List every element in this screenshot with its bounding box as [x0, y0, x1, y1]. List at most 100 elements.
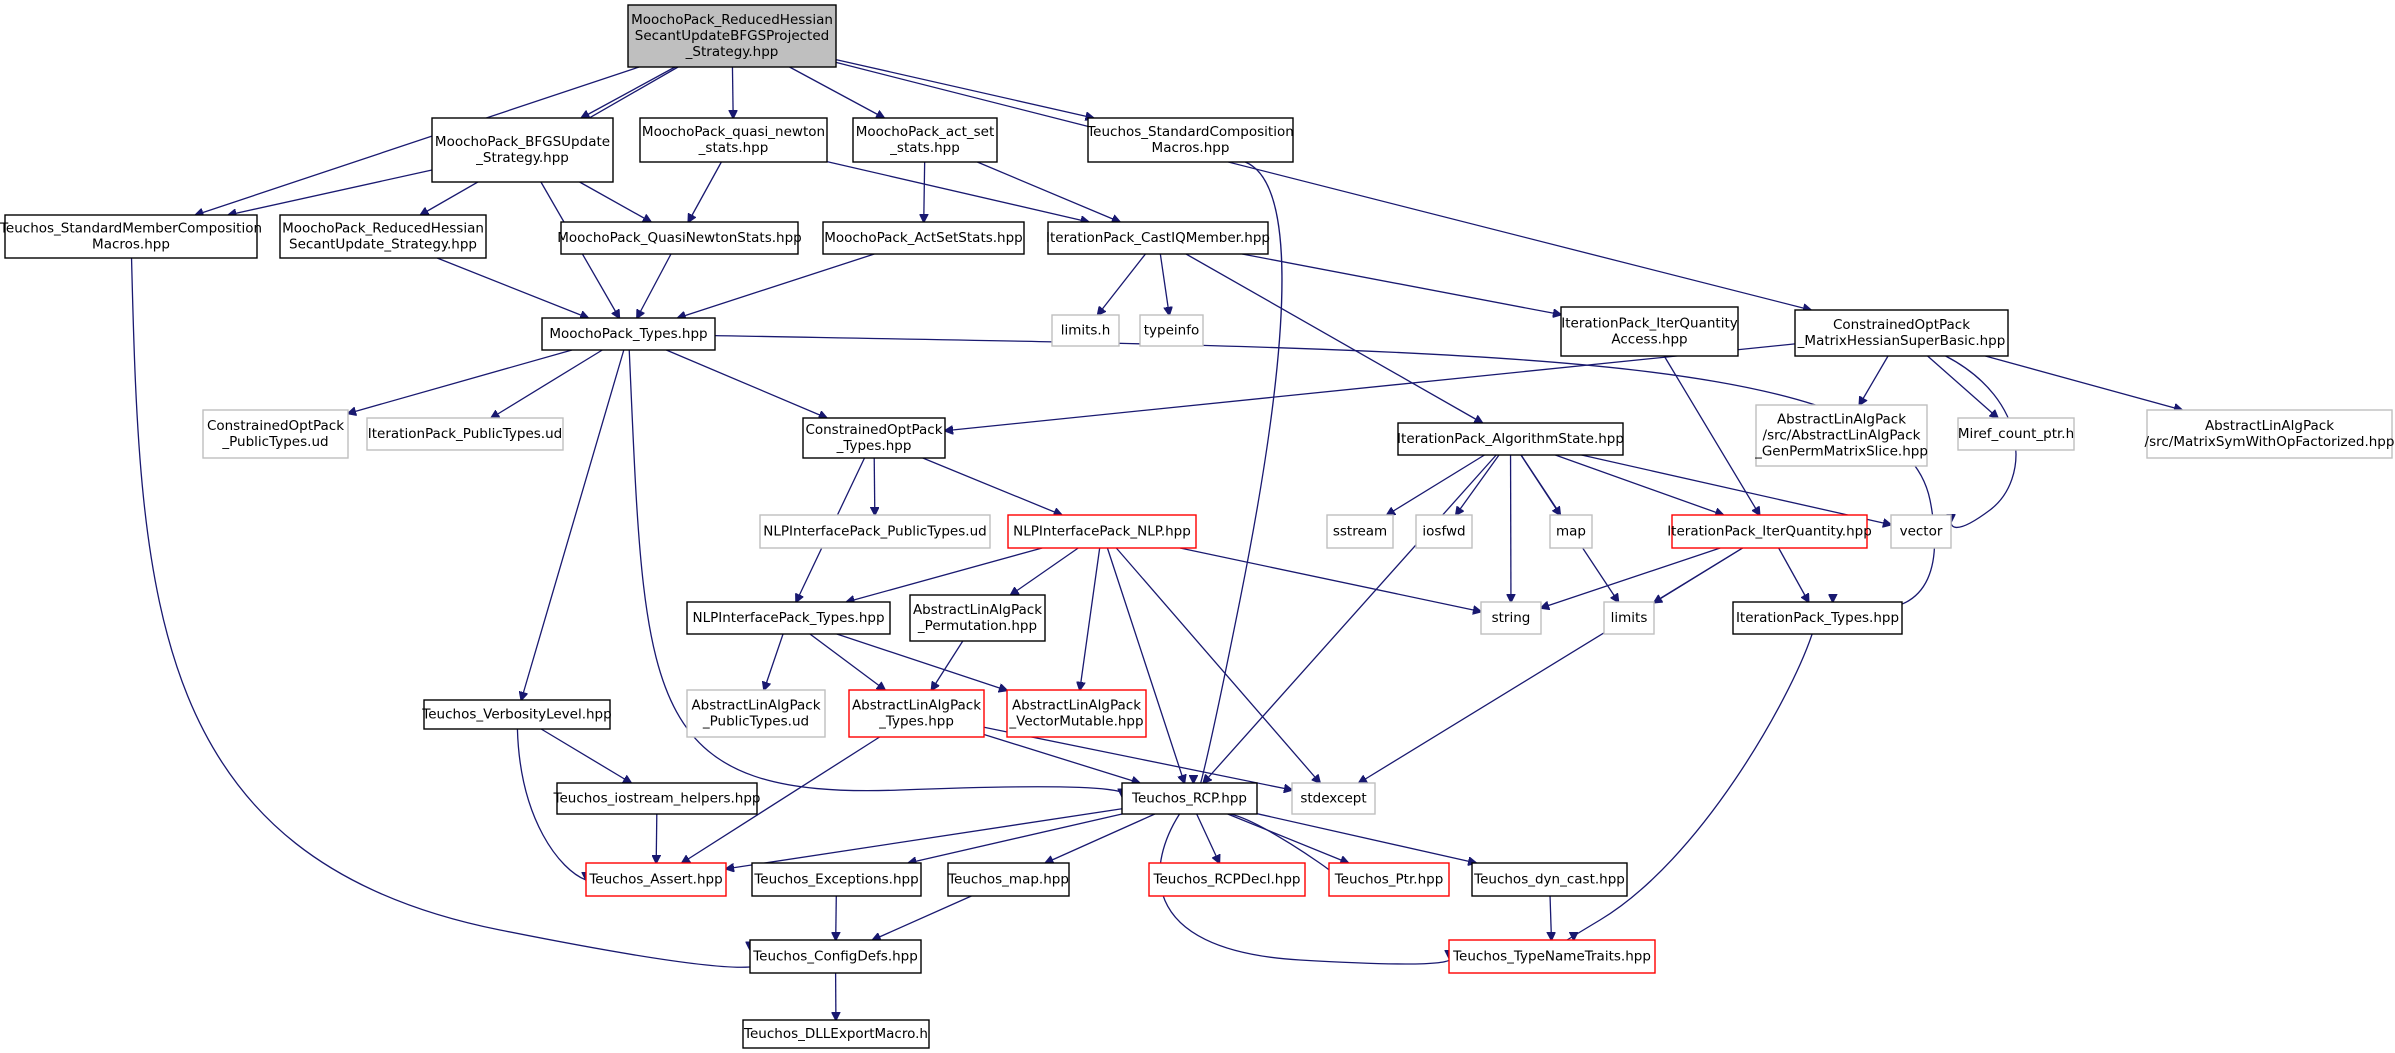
- node-alatypes[interactable]: AbstractLinAlgPack_Types.hpp: [848, 689, 985, 738]
- node-alapublic[interactable]: AbstractLinAlgPack_PublicTypes.ud: [686, 689, 826, 738]
- node-box: [2146, 409, 2393, 459]
- node-mptypes[interactable]: MoochoPack_Types.hpp: [541, 317, 716, 351]
- node-itpublic[interactable]: IterationPack_PublicTypes.ud: [366, 417, 564, 451]
- node-label-line: _GenPermMatrixSlice.hpp: [1754, 444, 1928, 460]
- node-box: [1006, 689, 1147, 738]
- node-dyncast[interactable]: Teuchos_dyn_cast.hpp: [1471, 862, 1628, 897]
- node-qnstats[interactable]: MoochoPack_quasi_newton_stats.hpp: [639, 117, 828, 163]
- dependency-edge: [835, 58, 1094, 118]
- node-matsymwith[interactable]: AbstractLinAlgPack/src/MatrixSymWithOpFa…: [2145, 409, 2395, 459]
- node-alaperm[interactable]: AbstractLinAlgPack_Permutation.hpp: [909, 594, 1046, 642]
- node-castiq[interactable]: IterationPack_CastIQMember.hpp: [1046, 221, 1270, 255]
- node-actset[interactable]: MoochoPack_act_set_stats.hpp: [852, 117, 998, 163]
- node-dllexport[interactable]: Teuchos_DLLExportMacro.h: [742, 1019, 930, 1049]
- node-verbosity[interactable]: Teuchos_VerbosityLevel.hpp: [421, 699, 612, 730]
- node-ittypes[interactable]: IterationPack_Types.hpp: [1732, 601, 1903, 635]
- node-typenametraits[interactable]: Teuchos_TypeNameTraits.hpp: [1448, 939, 1656, 974]
- node-limits[interactable]: limits: [1603, 601, 1655, 635]
- node-iterquantity[interactable]: IterationPack_IterQuantity.hpp: [1667, 514, 1872, 549]
- node-quasinewtonstats[interactable]: MoochoPack_QuasiNewtonStats.hpp: [557, 221, 802, 255]
- node-rcp[interactable]: Teuchos_RCP.hpp: [1121, 782, 1258, 815]
- node-box: [759, 514, 991, 549]
- edge-actset-to-actsetstats: [924, 161, 925, 222]
- dependency-edge: [826, 160, 1089, 222]
- node-box: [947, 862, 1070, 897]
- node-bfgsupdate[interactable]: MoochoPack_BFGSUpdate_Strategy.hpp: [431, 117, 614, 183]
- edge-algstate-to-iosfwd: [1456, 454, 1500, 515]
- node-matrixhess[interactable]: ConstrainedOptPack_MatrixHessianSuperBas…: [1794, 309, 2009, 357]
- node-label-line: _Strategy.hpp: [685, 44, 779, 60]
- node-rcpdecl[interactable]: Teuchos_RCPDecl.hpp: [1148, 862, 1306, 897]
- dependency-edge: [922, 457, 1062, 515]
- node-label-line: NLPInterfacePack_Types.hpp: [692, 610, 884, 626]
- dependency-edge: [1663, 355, 1759, 515]
- node-box: [686, 689, 826, 738]
- node-string[interactable]: string: [1480, 601, 1542, 635]
- edge-matrixhess-to-genperm: [1859, 355, 1889, 405]
- edge-nlpnlp-to-rcp: [1106, 547, 1184, 783]
- dependency-edge: [1098, 253, 1146, 315]
- node-mirefcount[interactable]: Miref_count_ptr.h: [1957, 417, 2075, 451]
- node-box: [423, 699, 611, 730]
- node-alavecmut[interactable]: AbstractLinAlgPack_VectorMutable.hpp: [1006, 689, 1147, 738]
- dependency-edge: [1196, 813, 1220, 863]
- edge-rcp-to-tmap: [1045, 813, 1156, 863]
- node-copublic[interactable]: ConstrainedOptPack_PublicTypes.ud: [202, 409, 349, 459]
- node-box: [848, 689, 985, 738]
- node-tmap[interactable]: Teuchos_map.hpp: [947, 862, 1070, 897]
- node-label-line: Teuchos_StandardMemberComposition: [0, 221, 262, 237]
- node-label-line: Teuchos_TypeNameTraits.hpp: [1452, 949, 1651, 965]
- node-iostreamhelpers[interactable]: Teuchos_iostream_helpers.hpp: [553, 782, 761, 815]
- edge-iterqaccess-to-iterquantity: [1663, 355, 1759, 515]
- node-ptr[interactable]: Teuchos_Ptr.hpp: [1328, 862, 1450, 897]
- dependency-edge: [1859, 355, 1889, 405]
- node-rhsecant[interactable]: MoochoPack_ReducedHessianSecantUpdate_St…: [279, 214, 487, 259]
- node-algstate[interactable]: IterationPack_AlgorithmState.hpp: [1397, 422, 1624, 456]
- dependency-edge: [983, 726, 1292, 790]
- node-box: [1448, 939, 1656, 974]
- node-label-line: AbstractLinAlgPack: [691, 698, 820, 714]
- node-typeinfo[interactable]: typeinfo: [1139, 314, 1204, 347]
- node-nlppublic[interactable]: NLPInterfacePack_PublicTypes.ud: [759, 514, 991, 549]
- node-actsetstats[interactable]: MoochoPack_ActSetStats.hpp: [822, 221, 1025, 255]
- node-box: [751, 862, 922, 897]
- node-nlpnlp[interactable]: NLPInterfacePack_NLP.hpp: [1007, 514, 1197, 549]
- node-iosfwd[interactable]: iosfwd: [1415, 514, 1473, 549]
- node-stdmember[interactable]: Teuchos_StandardMemberCompositionMacros.…: [0, 214, 262, 259]
- node-box: [742, 1019, 930, 1049]
- node-exceptions[interactable]: Teuchos_Exceptions.hpp: [751, 862, 922, 897]
- node-limitsh[interactable]: limits.h: [1051, 314, 1120, 347]
- dependency-edge: [1456, 454, 1500, 515]
- node-stdexcept[interactable]: stdexcept: [1291, 782, 1376, 815]
- node-root[interactable]: MoochoPack_ReducedHessianSecantUpdateBFG…: [627, 4, 837, 68]
- edge-nlpnlp-to-string: [1179, 547, 1481, 612]
- node-label-line: _MatrixHessianSuperBasic.hpp: [1797, 333, 2006, 349]
- node-box: [822, 221, 1025, 255]
- node-cotypes[interactable]: ConstrainedOptPack_Types.hpp: [802, 417, 946, 459]
- edge-rcp-to-rcpdecl: [1196, 813, 1220, 863]
- dependency-edge: [491, 349, 603, 418]
- edge-algstate-to-vector: [1581, 454, 1891, 525]
- edge-root-to-actset: [789, 66, 885, 118]
- edge-iterquantity-to-string: [1541, 547, 1721, 608]
- node-assert[interactable]: Teuchos_Assert.hpp: [585, 862, 727, 897]
- edge-stdmember-to-configdefs: [130, 257, 764, 968]
- node-label-line: MoochoPack_BFGSUpdate: [435, 134, 610, 150]
- node-label-line: IterationPack_CastIQMember.hpp: [1046, 230, 1270, 246]
- dependency-edge: [521, 349, 625, 700]
- node-label-line: AbstractLinAlgPack: [913, 602, 1042, 618]
- node-map[interactable]: map: [1549, 514, 1593, 549]
- edge-castiq-to-algstate: [1185, 253, 1482, 423]
- dependency-edge: [228, 169, 433, 215]
- node-sstream[interactable]: sstream: [1326, 514, 1394, 549]
- node-genperm[interactable]: AbstractLinAlgPack/src/AbstractLinAlgPac…: [1754, 404, 1928, 467]
- node-nlptypes[interactable]: NLPInterfacePack_Types.hpp: [686, 601, 891, 635]
- node-box: [279, 214, 487, 259]
- node-vector[interactable]: vector: [1890, 514, 1952, 549]
- node-configdefs[interactable]: Teuchos_ConfigDefs.hpp: [749, 939, 922, 974]
- dependency-edge: [1179, 547, 1481, 612]
- edge-actset-to-castiq: [977, 161, 1120, 222]
- node-box: [802, 417, 946, 459]
